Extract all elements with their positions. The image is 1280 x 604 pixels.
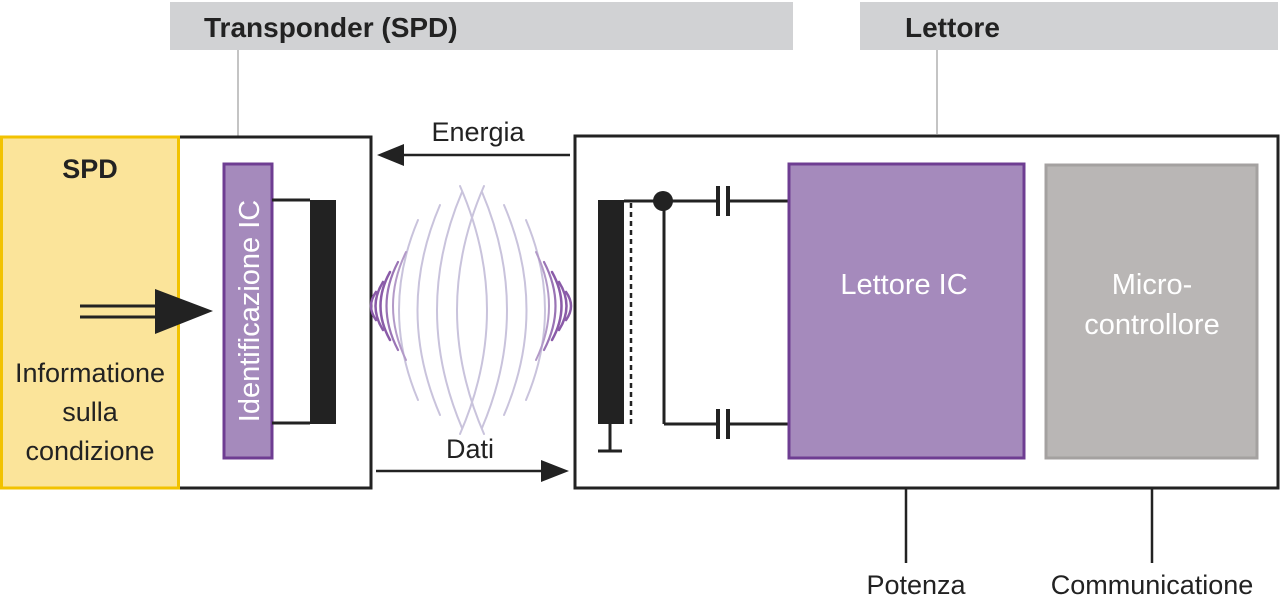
spd-panel: SPD Informatione sulla condizione xyxy=(0,135,180,490)
power-output: Potenza xyxy=(866,488,967,600)
data-label: Dati xyxy=(446,434,494,464)
communication-output: Communicatione xyxy=(1051,488,1254,600)
reader-header: Lettore xyxy=(860,2,1278,134)
communication-label: Communicatione xyxy=(1051,570,1254,600)
microcontroller: Micro- controllore xyxy=(1044,163,1259,460)
condition-input-arrow xyxy=(80,289,213,334)
spd-title: SPD xyxy=(62,154,118,184)
microcontroller-label-line-2: controllore xyxy=(1084,309,1219,341)
capacitor-top xyxy=(664,186,790,216)
microcontroller-box xyxy=(1044,163,1259,460)
power-label: Potenza xyxy=(866,570,966,600)
transponder-header-text: Transponder (SPD) xyxy=(204,12,458,43)
reader-ic-box xyxy=(787,162,1026,460)
transponder-header-bar xyxy=(170,2,793,50)
capacitor-bottom xyxy=(664,409,790,439)
spd-panel-box xyxy=(0,135,180,490)
identification-ic-box xyxy=(222,162,274,460)
reader-antenna xyxy=(598,191,673,453)
spd-info-line-3: condizione xyxy=(25,436,154,466)
transponder-antenna xyxy=(272,198,336,425)
reader-header-bar xyxy=(860,2,1278,50)
reader-ic: Lettore IC xyxy=(787,162,1026,460)
reader-ic-label: Lettore IC xyxy=(840,269,967,301)
microcontroller-label-line-1: Micro- xyxy=(1112,269,1193,301)
data-arrow: Dati xyxy=(376,434,569,482)
energy-label: Energia xyxy=(431,117,525,147)
reader-header-text: Lettore xyxy=(905,12,1000,43)
rf-field-waves xyxy=(369,185,573,435)
spd-info-line-1: Informatione xyxy=(15,358,165,388)
energy-arrow: Energia xyxy=(377,117,570,166)
spd-info-line-2: sulla xyxy=(62,397,119,427)
transponder-header: Transponder (SPD) xyxy=(170,2,793,136)
identification-ic: Identificazione IC xyxy=(222,162,274,460)
identification-ic-label: Identificazione IC xyxy=(234,200,266,422)
